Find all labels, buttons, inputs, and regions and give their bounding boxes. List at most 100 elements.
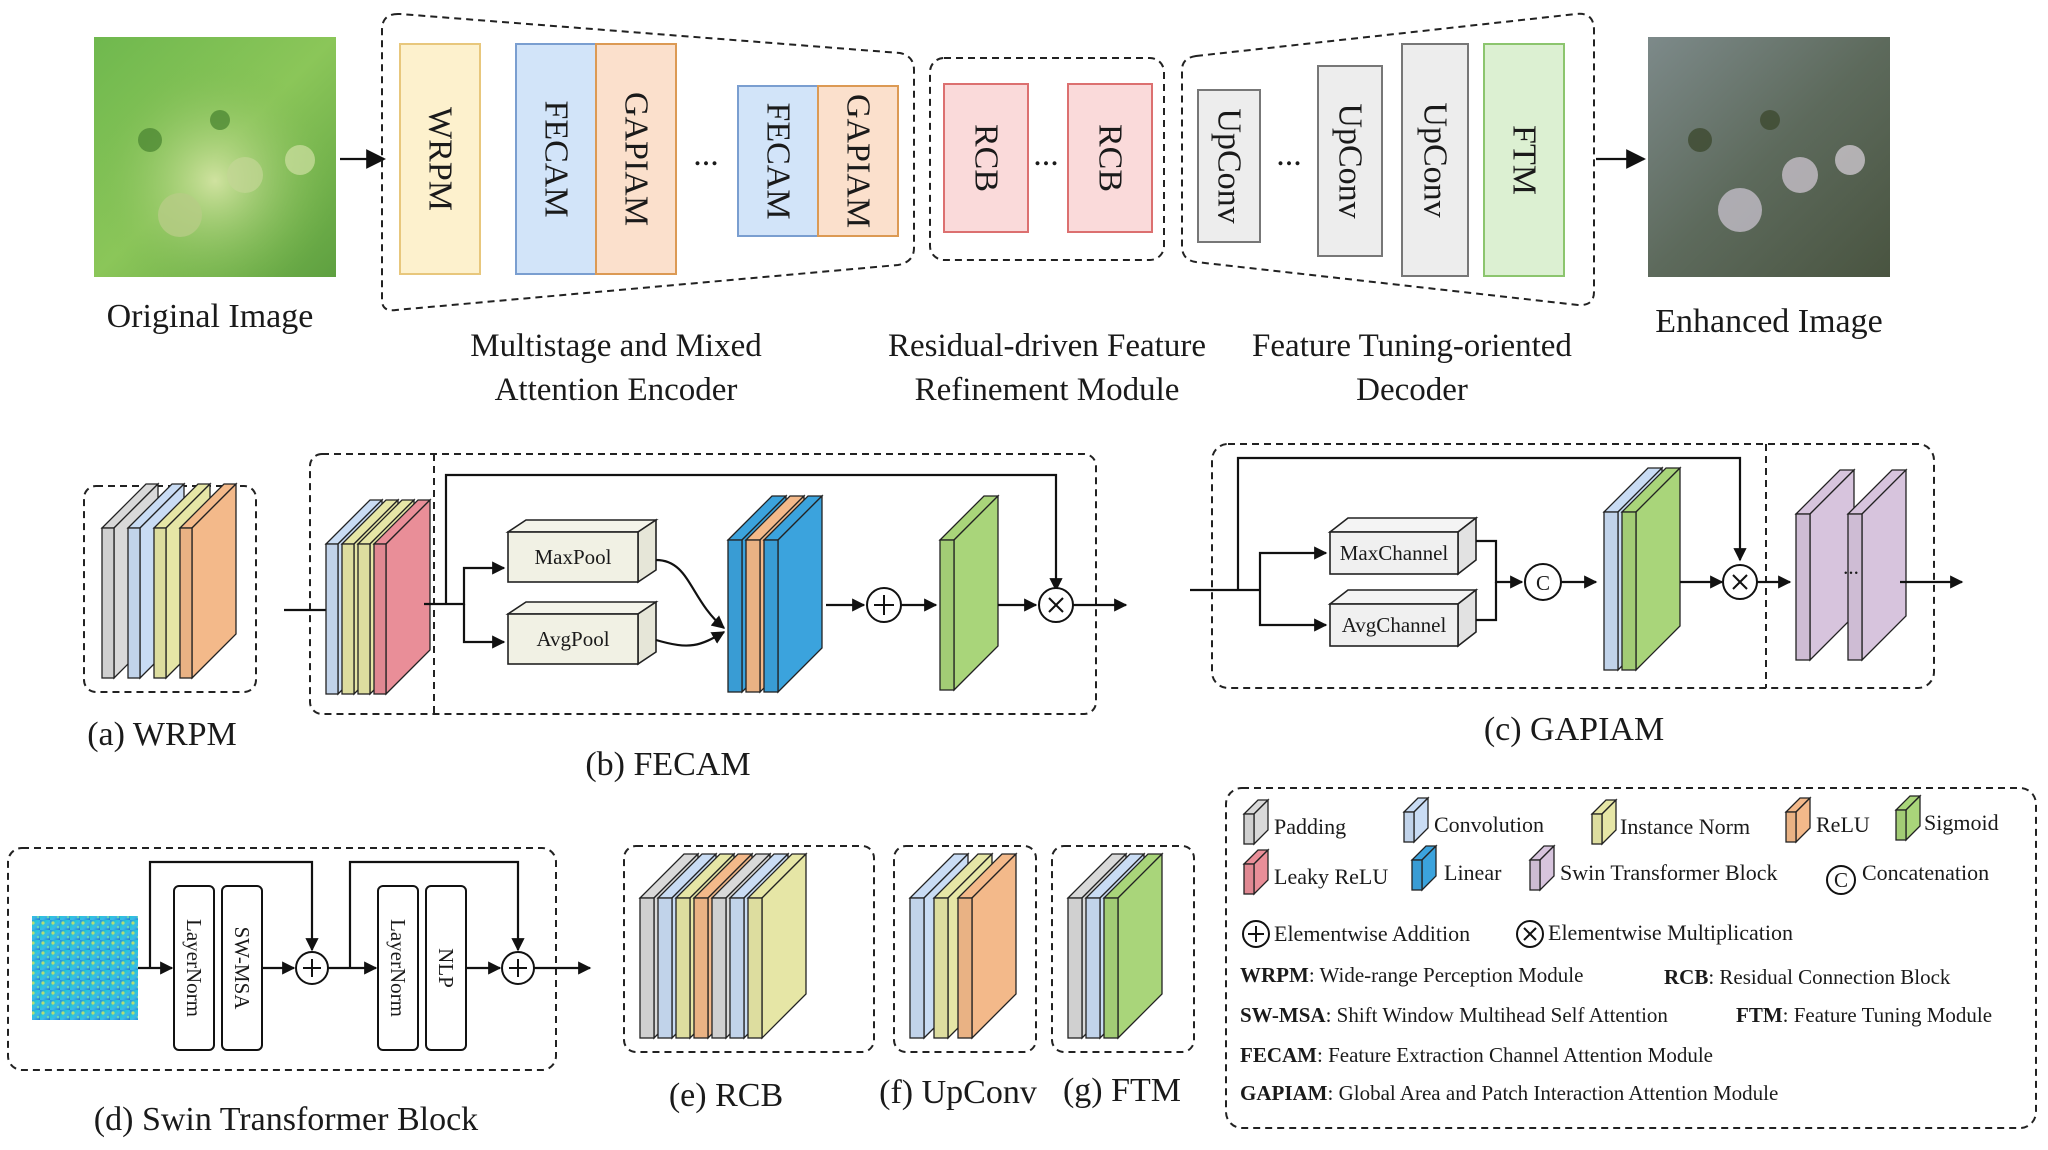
gapiam-swin-layer-1-swin [1794,468,1856,662]
upconv-block-2-label: UpConv [1332,103,1369,218]
upconv-layer-3-relu [956,852,1018,1040]
def-rcb: RCB: Residual Connection Block [1664,965,1951,989]
caption-g: (g) FTM [1063,1072,1181,1109]
layernorm-2 [377,885,419,1051]
ftm-layer-3-sigmoid [1102,852,1164,1040]
fecam-linear-stack [726,494,824,694]
rcb-block-2 [1067,83,1153,233]
swin-add-op-1 [295,951,329,985]
avgpool-out [655,631,726,647]
ftm-layer-stack [1066,852,1164,1040]
upconv-layer-stack [908,852,1018,1040]
legend: Padding Convolution Instance Norm ReLU S… [1225,787,2037,1129]
layernorm-2-label: LayerNorm [386,919,410,1017]
gapiam-skip-line [1236,456,1747,590]
def-fecam: FECAM: Feature Extraction Channel Attent… [1240,1043,1713,1067]
gapiam-conv-sigmoid-stack [1602,466,1682,672]
avgpool-box: AvgPool [505,600,659,666]
ftm-block [1483,43,1565,277]
concat-symbol-label: C [1834,868,1848,892]
caption-b: (b) FECAM [585,746,750,783]
elem-mul-icon [1516,920,1544,948]
encoder-label-line1: Multistage and Mixed [470,328,762,364]
gapiam-layer-2-sigmoid [1620,466,1682,672]
caption-d: (d) Swin Transformer Block [94,1101,478,1138]
fecam-block-2 [737,85,819,237]
decoder-ellipsis: ... [1276,136,1302,173]
def-wrpm: WRPM: Wide-range Perception Module [1240,963,1583,987]
rcb-detail: (e) RCB [623,845,875,1114]
ftm-detail: (g) FTM [1051,845,1195,1109]
rcb-block-2-label: RCB [1092,124,1129,192]
refinement-ellipsis: ... [1033,136,1059,173]
maxpool-box: MaxPool [505,518,659,584]
wrpm-block-label: WRPM [422,107,459,211]
encoder-ellipsis: ... [693,136,719,173]
original-image [94,37,336,277]
legend-elem-add: Elementwise Addition [1274,921,1470,946]
gapiam-container [1211,443,1935,689]
sw-msa-label: SW-MSA [230,927,254,1011]
upconv-block-2 [1317,65,1383,257]
legend-padding: Padding [1274,814,1346,839]
legend-swatch-padding [1242,798,1270,846]
legend-container [1225,787,2037,1129]
maxchannel-box: MaxChannel [1327,516,1479,576]
caption-e: (e) RCB [669,1077,783,1114]
fecam-block-2-label: FECAM [760,102,797,219]
legend-sigmoid: Sigmoid [1924,810,1999,835]
gapiam-swin-layer-2-swin [1846,468,1908,662]
fecam-sig-layer-1-sigmoid [938,494,1000,692]
legend-swatch-leaky-relu [1242,848,1270,896]
maxchannel-label: MaxChannel [1340,541,1449,565]
elem-add-icon [1242,920,1270,948]
gapiam-block-2-label: GAPIAM [840,94,877,228]
legend-swatch-sigmoid [1894,794,1922,842]
refinement-label-line2: Refinement Module [915,372,1180,408]
fecam-in-layer-4-leaky-relu [372,498,432,696]
caption-a: (a) WRPM [87,716,237,753]
output-label: Enhanced Image [1655,303,1883,340]
swin-feature-map [32,916,138,1020]
decoder-label-line2: Decoder [1356,372,1468,408]
wrpm-block [399,43,481,275]
swin-skip-1 [148,860,319,968]
ftm-block-label: FTM [1506,125,1543,195]
maxpool-out [655,558,726,629]
decoder-blocks: UpConv ... UpConv UpConv FTM [1197,43,1565,277]
legend-convolution: Convolution [1434,812,1544,837]
gapiam-to-maxchannel [1258,546,1328,590]
input-label: Original Image [107,298,314,335]
legend-relu: ReLU [1816,812,1870,837]
def-swmsa: SW-MSA: Shift Window Multihead Self Atte… [1240,1003,1668,1027]
legend-leaky-relu: Leaky ReLU [1274,864,1388,889]
legend-swatch-swin [1528,844,1556,892]
gapiam-detail: MaxChannel AvgChannel C ... (c) GAPIAM [1190,443,1964,748]
wrpm-detail: (a) WRPM [83,482,257,753]
legend-elem-mul: Elementwise Multiplication [1548,920,1793,945]
fecam-detail: MaxPool AvgPool (b) FECAM [284,453,1128,783]
fecam-to-maxpool [424,561,506,606]
maxpool-label: MaxPool [534,545,611,569]
gapiam-ellipsis: ... [1843,555,1859,579]
def-ftm: FTM: Feature Tuning Module [1736,1003,1992,1027]
upconv-container [893,845,1037,1053]
swin-container [7,847,557,1071]
caption-f: (f) UpConv [879,1074,1037,1111]
fecam-block-1-label: FECAM [538,100,575,217]
concat-symbol-icon: C [1826,865,1856,895]
legend-swatch-convolution [1402,796,1430,844]
gapiam-swin-stack [1794,468,1908,662]
upconv-block-1-label: UpConv [1211,108,1248,223]
avgchannel-box: AvgChannel [1327,588,1479,648]
rcb-layer-stack [638,852,808,1040]
overview-row: Original Image WRPM FECAM GAPIAM ... FEC… [94,12,1890,408]
swin-detail: LayerNorm SW-MSA LayerNorm NLP (d) Swin … [7,847,592,1138]
legend-swatch-instance-norm [1590,798,1618,846]
rcb-block-1 [943,83,1029,233]
upconv-block-3 [1401,43,1469,277]
swin-add-op-2 [501,951,535,985]
fecam-mul-op [1038,587,1074,623]
avgchannel-label: AvgChannel [1342,613,1447,637]
avgchannel-out [1476,582,1498,622]
